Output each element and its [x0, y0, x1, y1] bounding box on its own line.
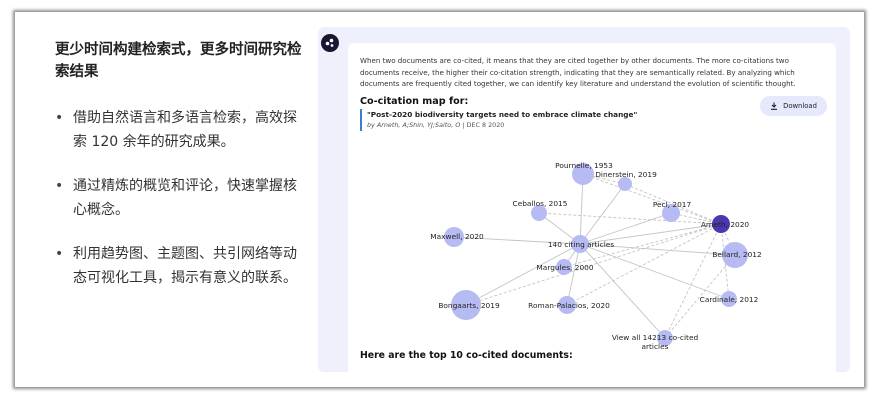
download-icon — [771, 102, 778, 110]
network-node-label[interactable]: Arneth, 2020 — [701, 220, 750, 229]
network-edge — [453, 236, 581, 245]
cocitation-map-title: Co-citation map for: — [360, 96, 469, 107]
network-node[interactable] — [451, 290, 481, 320]
top10-heading: Here are the top 10 co-cited documents: — [360, 350, 573, 361]
network-node-label[interactable]: Cardinale, 2012 — [700, 295, 759, 304]
network-node[interactable] — [722, 242, 748, 268]
network-node-label[interactable]: Maxwell, 2020 — [430, 232, 484, 241]
network-edge — [566, 223, 722, 306]
network-edge — [465, 243, 581, 306]
network-node-label[interactable]: Bellard, 2012 — [712, 250, 761, 259]
source-paper-authors: by Arneth, A;Shin, YJ;Saito, O — [367, 121, 461, 129]
view-all-link[interactable]: View all 14213 co-cited — [612, 333, 699, 342]
feature-item: 通过精炼的概览和评论，快速掌握核心概念。 — [55, 174, 305, 222]
network-edge — [624, 183, 722, 225]
network-node[interactable] — [721, 291, 737, 307]
cocitation-description: When two documents are co-cited, it mean… — [360, 56, 796, 89]
network-edge — [465, 223, 722, 306]
network-node-label[interactable]: Pournelle, 1953 — [555, 161, 613, 170]
network-edge — [582, 173, 722, 225]
network-edge — [664, 254, 736, 339]
view-all-link[interactable]: articles — [641, 342, 668, 351]
network-edge — [579, 243, 666, 339]
network-node[interactable] — [572, 163, 594, 185]
network-edge — [579, 243, 730, 300]
network-node[interactable] — [556, 259, 572, 275]
network-node-label[interactable]: Ceballos, 2015 — [513, 199, 568, 208]
source-paper: "Post-2020 biodiversity targets need to … — [360, 109, 667, 131]
feature-panel: 更少时间构建检索式，更多时间研究检索结果 借助自然语言和多语言检索，高效探索 1… — [55, 39, 305, 310]
source-paper-title[interactable]: "Post-2020 biodiversity targets need to … — [367, 110, 638, 119]
network-edge — [579, 183, 626, 245]
download-button[interactable]: Download — [760, 96, 827, 116]
download-label: Download — [783, 102, 817, 110]
network-node[interactable] — [712, 215, 730, 233]
center-node-label: 140 citing articles — [548, 240, 614, 249]
feature-item: 利用趋势图、主题图、共引网络等动态可视化工具，揭示有意义的联系。 — [55, 242, 305, 290]
network-edge — [579, 212, 672, 245]
network-node-label[interactable]: Dinerstein, 2019 — [595, 170, 657, 179]
network-edge — [566, 243, 581, 306]
network-node[interactable] — [444, 227, 464, 247]
network-node-label[interactable]: Roman-Palacios, 2020 — [528, 301, 610, 310]
center-node — [571, 235, 589, 253]
network-node-label[interactable]: Bongaarts, 2019 — [438, 301, 500, 310]
source-paper-meta: by Arneth, A;Shin, YJ;Saito, O | DEC 8 2… — [367, 120, 667, 131]
feature-heading: 更少时间构建检索式，更多时间研究检索结果 — [55, 42, 302, 80]
network-edge — [563, 223, 722, 268]
feature-list: 借助自然语言和多语言检索，高效探索 120 余年的研究成果。 通过精炼的概览和评… — [55, 106, 305, 290]
network-node[interactable] — [618, 177, 632, 191]
network-node-label[interactable]: Pecl, 2017 — [653, 200, 692, 209]
sparkle-icon — [321, 34, 339, 52]
network-edge — [664, 223, 722, 339]
cocitation-card: When two documents are co-cited, it mean… — [318, 27, 850, 372]
network-node[interactable] — [531, 205, 547, 221]
network-node-label[interactable]: Margules, 2000 — [536, 263, 593, 272]
network-node[interactable] — [662, 204, 680, 222]
source-paper-date: | DEC 8 2020 — [460, 121, 505, 129]
cocitation-panel: When two documents are co-cited, it mean… — [348, 43, 836, 372]
feature-item: 借助自然语言和多语言检索，高效探索 120 余年的研究成果。 — [55, 106, 305, 154]
network-edge — [538, 212, 722, 225]
network-edge — [579, 173, 584, 245]
network-edge — [579, 223, 722, 245]
network-node[interactable] — [558, 296, 576, 314]
view-all-node[interactable] — [657, 330, 673, 346]
network-edge — [579, 243, 736, 256]
